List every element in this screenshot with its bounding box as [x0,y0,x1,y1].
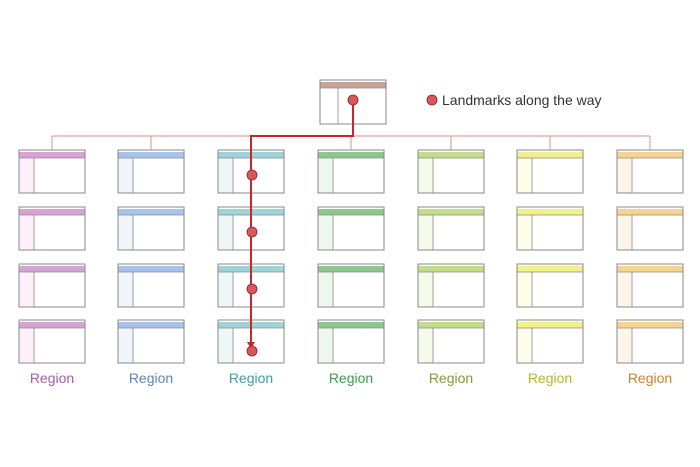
landmarks-group [246,94,359,357]
region-page [18,263,86,308]
region-page [417,206,485,251]
region-label: Region [229,370,273,386]
region-page [616,319,684,364]
region-page [317,263,385,308]
region-page [516,263,584,308]
region-page [616,206,684,251]
region-label: Region [30,370,74,386]
region-label: Region [429,370,473,386]
region-label: Region [129,370,173,386]
navigation-path [247,100,354,349]
landmark-dot-icon [246,169,258,181]
region-page [516,149,584,194]
region-page [417,263,485,308]
legend: Landmarks along the way [426,92,602,108]
landmark-dot-icon [246,283,258,295]
landmark-dot-icon [246,345,258,357]
region-page [616,263,684,308]
region-page [18,149,86,194]
region-label: Region [329,370,373,386]
region-page [18,206,86,251]
region-page [417,319,485,364]
region-page-grid [18,149,684,364]
region-label: Region [528,370,572,386]
region-page [417,149,485,194]
region-label: Region [628,370,672,386]
region-page [117,263,185,308]
landmark-dot-icon [426,94,438,106]
landmark-dot-icon [347,94,359,106]
region-page [317,149,385,194]
region-page [117,206,185,251]
landmark-dot-icon [246,226,258,238]
region-page [317,319,385,364]
legend-label: Landmarks along the way [442,92,602,108]
region-page [317,206,385,251]
route-line [250,100,354,344]
region-page [18,319,86,364]
region-page [117,319,185,364]
region-page [516,319,584,364]
region-page [516,206,584,251]
route-arrowhead-icon [247,342,255,349]
region-labels: Region Region Region Region Region Region Regi… [30,370,672,386]
region-page [117,149,185,194]
region-page [616,149,684,194]
